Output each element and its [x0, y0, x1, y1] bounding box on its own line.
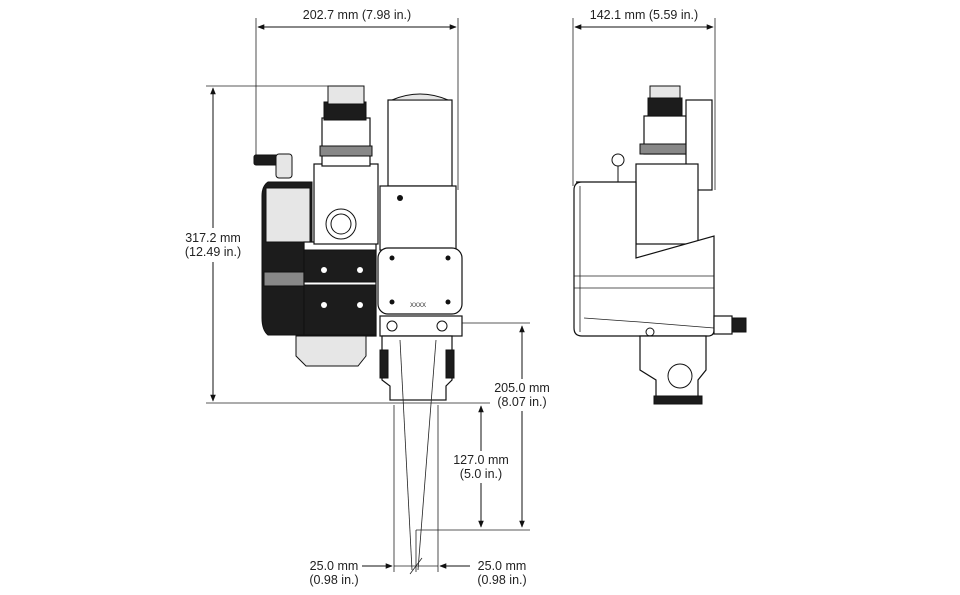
side-fiber-connector [647, 97, 683, 117]
dim-overall-height-in: (12.49 in.) [185, 245, 241, 259]
screw [357, 267, 363, 273]
dim-beam-left-in: (0.98 in.) [309, 573, 358, 587]
dim-focal-length-mm: 127.0 mm [453, 453, 509, 467]
air-fitting-elbow [275, 153, 293, 179]
nozzle-module-plate [377, 247, 463, 315]
beam-edge-right [417, 339, 437, 571]
side-upper-block [635, 163, 699, 245]
dim-focal-length-in: (5.0 in.) [460, 467, 502, 481]
central-body-dark-top [303, 249, 377, 283]
nozzle-body [381, 335, 453, 401]
dim-overall-height-mm: 317.2 mm [185, 231, 241, 245]
side-knob-base [713, 315, 733, 335]
side-body-contour [583, 317, 715, 329]
dim-beam-right-mm: 25.0 mm [478, 559, 527, 573]
dim-side-width-label: 142.1 mm (5.59 in.) [590, 8, 698, 22]
dim-label-mask [448, 451, 514, 483]
side-collimator-ring [639, 143, 691, 155]
lower-lens-housing [295, 335, 367, 367]
screw [321, 302, 327, 308]
side-nozzle-tip [653, 395, 703, 405]
air-fitting [253, 154, 279, 166]
nozzle-adapter [379, 315, 463, 337]
nozzle-side-port [379, 349, 389, 379]
adapter-knob [386, 320, 398, 332]
beam-edge-left [399, 339, 413, 571]
collimator-tube [321, 117, 371, 167]
dim-beam-right-in: (0.98 in.) [477, 573, 526, 587]
upper-block [313, 163, 379, 245]
fiber-connector [323, 101, 367, 121]
module-plate-label: XXXX [410, 303, 426, 309]
side-nozzle-body [639, 335, 707, 403]
dim-label-mask [178, 228, 248, 262]
dim-overall-width-label: 202.7 mm (7.98 in.) [303, 8, 411, 22]
screw [357, 302, 363, 308]
screw [445, 255, 451, 261]
motor-mount [379, 185, 457, 251]
side-eyelet [611, 153, 625, 167]
side-view [572, 18, 747, 405]
screw [389, 299, 395, 305]
dim-beam-tick [409, 557, 423, 575]
side-nozzle-window [667, 363, 693, 389]
nozzle-side-port [445, 349, 455, 379]
motor-housing [387, 99, 453, 187]
adapter-knob [436, 320, 448, 332]
inspection-window-inner [330, 213, 352, 235]
dim-label-mask [490, 379, 556, 411]
central-body-dark-bottom [303, 284, 377, 336]
rear-housing-panel [265, 187, 311, 243]
inspection-window [325, 208, 357, 240]
motor-cap [391, 93, 449, 101]
screw [445, 299, 451, 305]
fiber-cap [327, 85, 365, 105]
dim-nozzle-to-surface-in: (8.07 in.) [497, 395, 546, 409]
screw [389, 255, 395, 261]
collimator-ring [319, 145, 373, 157]
dim-beam-left-mm: 25.0 mm [310, 559, 359, 573]
side-motor [685, 99, 713, 191]
screw [321, 267, 327, 273]
dim-nozzle-to-surface-mm: 205.0 mm [494, 381, 550, 395]
side-knob [731, 317, 747, 333]
front-view: XXXX [206, 18, 530, 572]
screw [397, 195, 403, 201]
